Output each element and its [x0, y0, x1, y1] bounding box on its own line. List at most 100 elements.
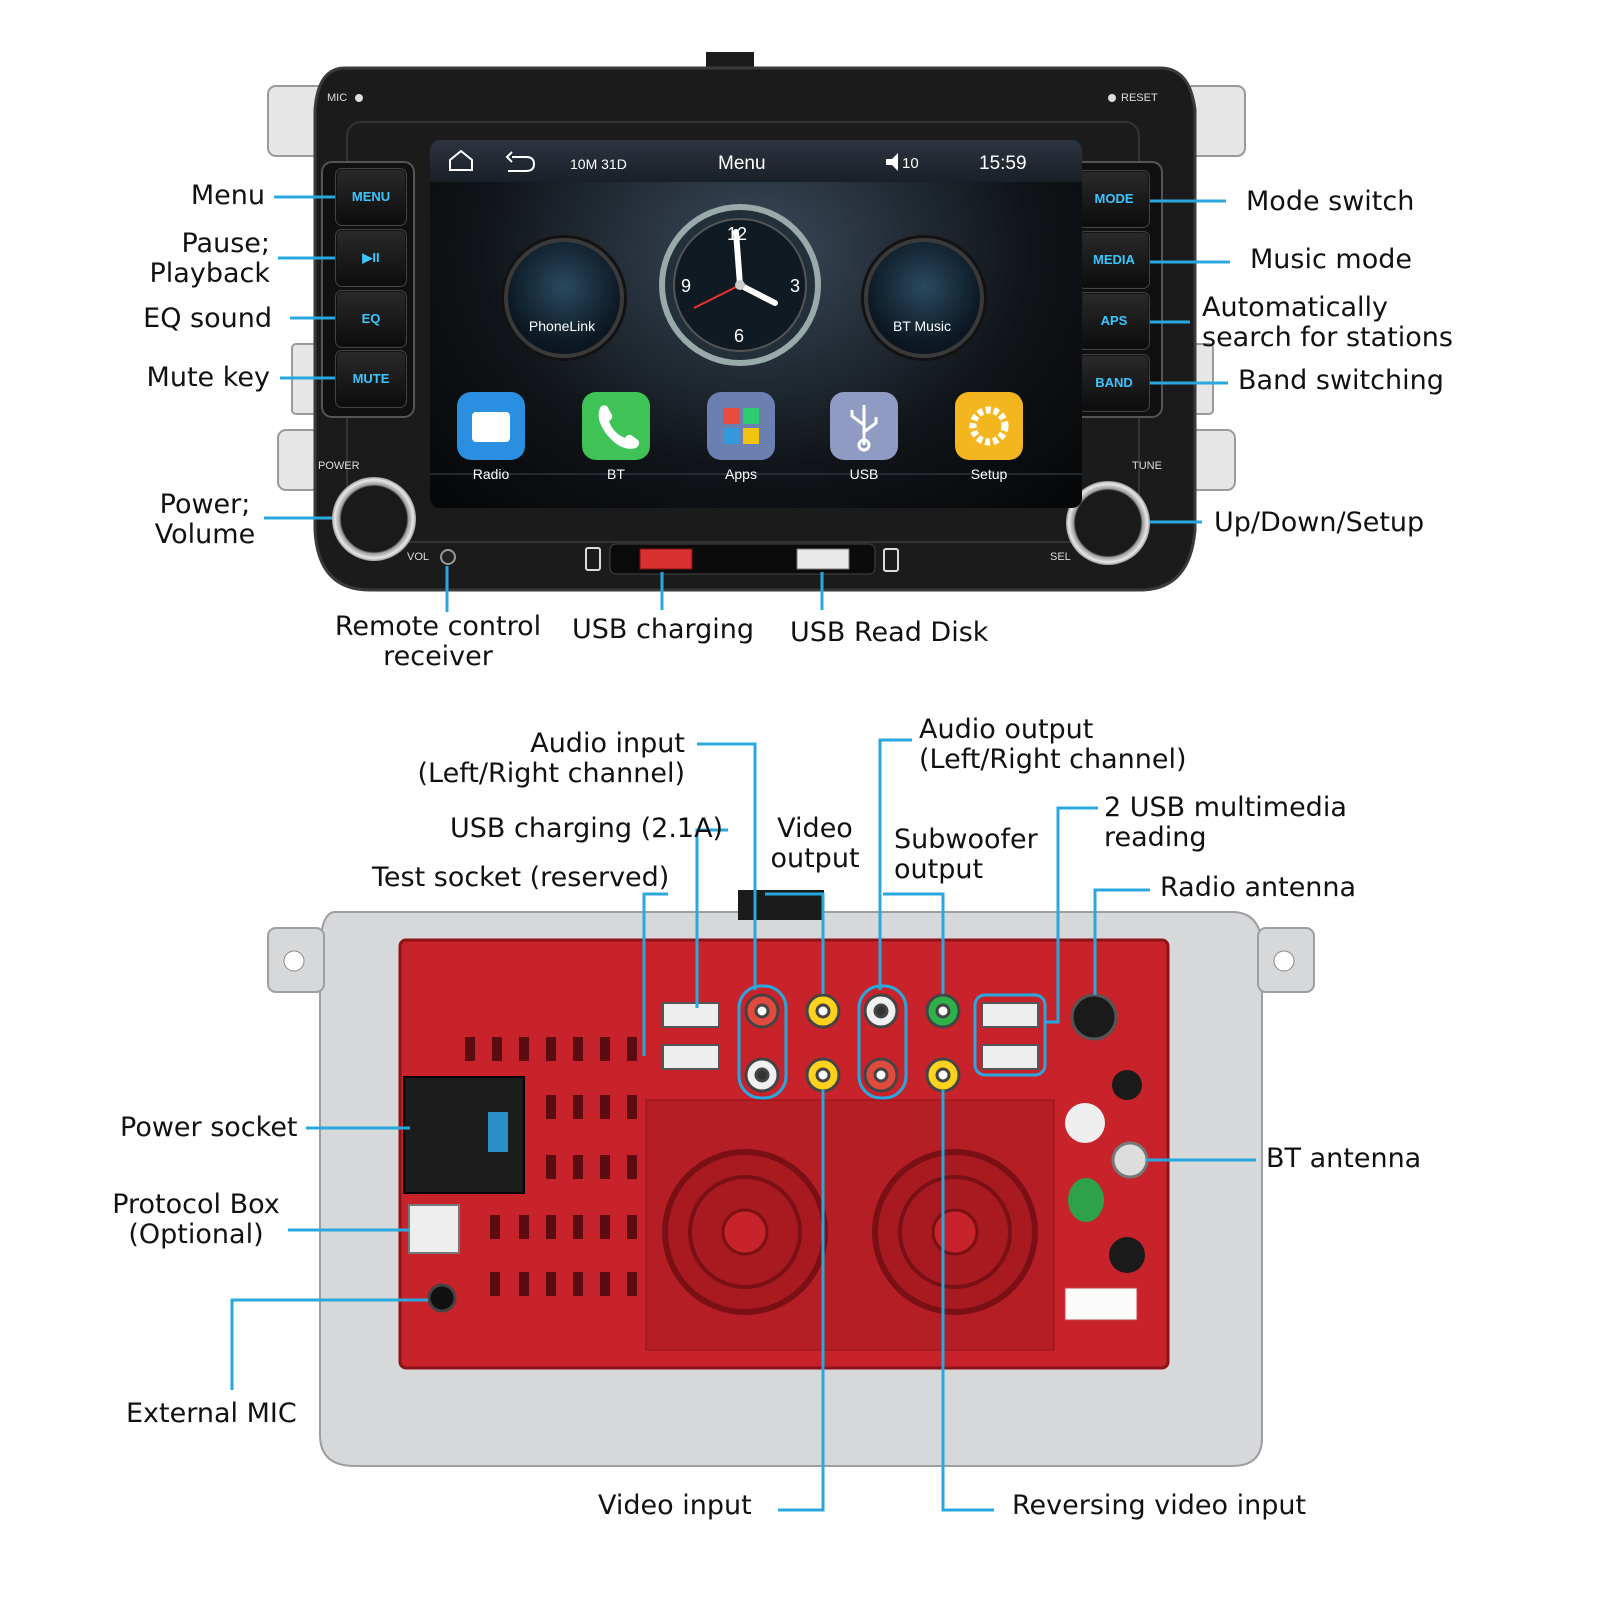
label-audio-input: Audio input (Left/Right channel) — [417, 728, 685, 789]
clock-num-6: 6 — [734, 326, 745, 346]
power-volume-knob[interactable] — [332, 477, 416, 561]
label-power-socket: Power socket — [120, 1112, 298, 1143]
screen-graphics — [430, 149, 1082, 475]
band-button[interactable]: BAND — [1078, 354, 1150, 412]
media-button[interactable]: MEDIA — [1078, 231, 1150, 289]
bt-app-label[interactable]: BT — [607, 466, 625, 482]
label-power-volume: Power; Volume — [154, 489, 256, 550]
vent-slots — [465, 1037, 637, 1296]
clock-num-3: 3 — [790, 276, 801, 296]
label-reversing-video-input: Reversing video input — [1012, 1490, 1307, 1521]
setup-app-icon — [955, 392, 1023, 460]
menu-button[interactable]: MENU — [335, 168, 407, 226]
aps-button[interactable]: APS — [1078, 292, 1150, 350]
usb-stick-icon — [883, 548, 899, 572]
power-label: POWER — [318, 460, 360, 472]
mic-hole — [355, 94, 363, 102]
ce-mark — [1065, 1103, 1105, 1143]
callout-lines — [230, 195, 1256, 1512]
vol-label: VOL — [407, 551, 430, 563]
label-radio-antenna: Radio antenna — [1160, 872, 1357, 903]
label-protocol-box: Protocol Box (Optional) — [112, 1189, 280, 1250]
usb-5v-port — [662, 1002, 720, 1028]
screen-title: Menu — [718, 153, 766, 174]
top-clip — [706, 52, 754, 68]
apps-app-icon — [707, 392, 775, 460]
clock-num-9: 9 — [681, 276, 692, 296]
usb-charging-port — [639, 548, 693, 570]
usb-app-label[interactable]: USB — [849, 466, 879, 482]
label-usb-charging-21a: USB charging (2.1A) — [450, 813, 724, 844]
phonelink-bubble[interactable] — [504, 238, 624, 358]
label-band-switching: Band switching — [1238, 365, 1444, 396]
bt-antenna-port — [1111, 1141, 1149, 1179]
label-pause-playback: Pause; Playback — [149, 228, 270, 289]
sel-label: SEL — [1050, 551, 1071, 563]
usb-test-port — [662, 1044, 720, 1070]
label-eq-sound: EQ sound — [143, 303, 272, 334]
apps-tile-yellow — [743, 428, 759, 444]
clock-time: 15:59 — [979, 153, 1027, 174]
apps-tile-red — [723, 408, 739, 424]
usb-glyph — [850, 405, 878, 452]
home-icon — [449, 149, 473, 171]
play-pause-button[interactable]: ▶II — [335, 229, 407, 287]
head-unit-screen: 10M 31D Menu 10 15:59 PhoneLink BT Music… — [430, 140, 1082, 508]
external-mic-jack — [427, 1283, 457, 1313]
label-mute-key: Mute key — [146, 362, 270, 393]
label-usb-multimedia: 2 USB multimedia reading — [1104, 792, 1347, 853]
tune-label: TUNE — [1132, 460, 1162, 472]
apps-tile-blue — [723, 428, 739, 444]
volume-level: 10 — [902, 155, 919, 172]
mute-button[interactable]: MUTE — [335, 350, 407, 408]
label-auto-search: Automatically search for stations — [1202, 292, 1453, 353]
front-mounting-brackets — [267, 85, 1246, 491]
eq-button[interactable]: EQ — [335, 290, 407, 348]
usb1-port — [981, 1044, 1039, 1070]
remote-receiver-eye — [440, 549, 456, 565]
radio-app-label[interactable]: Radio — [472, 466, 510, 482]
apps-tile-green — [743, 408, 759, 424]
label-menu: Menu — [190, 180, 265, 211]
speaker-icon — [886, 153, 898, 171]
usb-group-outline — [973, 993, 1047, 1077]
label-up-down-setup: Up/Down/Setup — [1214, 507, 1425, 538]
charge-battery-icon — [585, 547, 601, 571]
fuse — [488, 1112, 508, 1152]
bt-app-icon — [582, 392, 650, 460]
dab-port — [1109, 1237, 1145, 1273]
usb2-port — [981, 1002, 1039, 1028]
setup-app-label[interactable]: Setup — [970, 466, 1008, 482]
bt-music-label: BT Music — [892, 318, 952, 334]
label-video-input: Video input — [598, 1490, 752, 1521]
back-icon — [505, 151, 536, 172]
phonelink-label: PhoneLink — [528, 318, 596, 334]
mic-label: MIC — [327, 92, 348, 104]
label-external-mic: External MIC — [126, 1398, 297, 1429]
apps-app-label[interactable]: Apps — [725, 466, 757, 482]
label-music-mode: Music mode — [1250, 244, 1412, 275]
label-subwoofer-output: Subwoofer output — [894, 824, 1038, 885]
label-usb-read-disk: USB Read Disk — [790, 617, 989, 648]
label-mode-switch: Mode switch — [1246, 186, 1415, 217]
label-usb-charging: USB charging — [572, 614, 755, 645]
fan-left — [662, 1149, 828, 1315]
rca-jacks — [744, 993, 961, 1093]
label-video-output: Video output — [770, 813, 860, 874]
clock-num-12: 12 — [727, 224, 748, 244]
label-test-socket: Test socket (reserved) — [372, 862, 670, 893]
mode-button[interactable]: MODE — [1078, 170, 1150, 228]
bt-music-bubble[interactable] — [864, 238, 984, 358]
status-bar — [430, 140, 1082, 182]
radio-antenna-port — [1070, 993, 1118, 1041]
label-audio-output: Audio output (Left/Right channel) — [919, 714, 1187, 775]
usb-read-port — [796, 548, 850, 570]
protocol-box-connector — [408, 1204, 460, 1254]
gps-port — [1112, 1070, 1142, 1100]
label-bt-antenna: BT antenna — [1266, 1143, 1422, 1174]
reset-hole — [1108, 94, 1116, 102]
label-remote-receiver: Remote control receiver — [334, 611, 542, 672]
analog-clock — [659, 204, 821, 366]
fan-right — [872, 1149, 1038, 1315]
gear-glyph — [969, 406, 1009, 446]
